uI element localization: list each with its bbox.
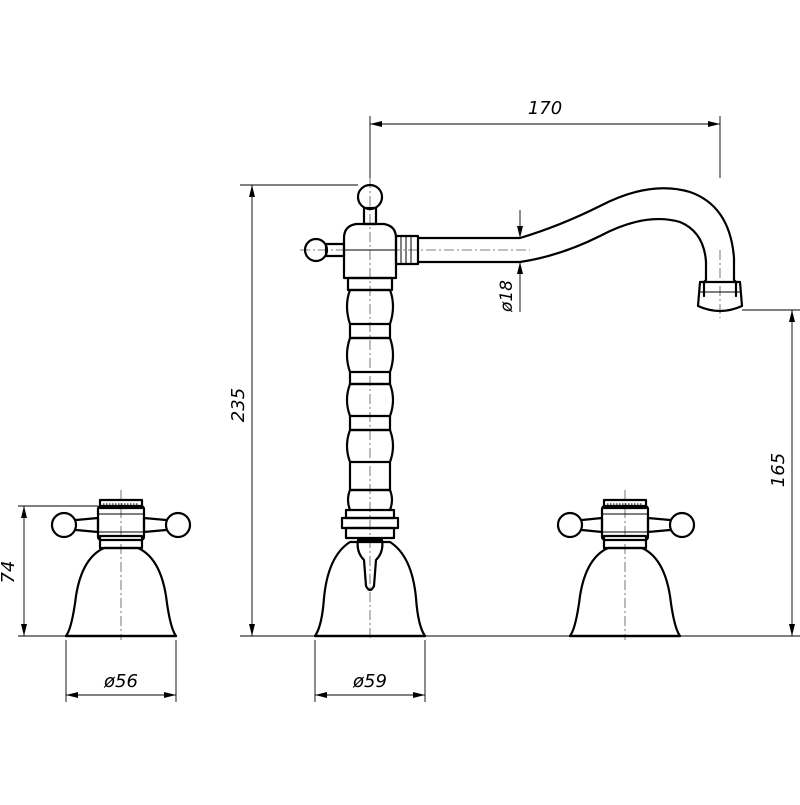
dimension-handle-base (65, 640, 177, 702)
dimension-handle-height (18, 505, 98, 637)
left-handle (50, 498, 192, 638)
aerator (696, 280, 744, 313)
right-handle (556, 498, 696, 638)
dimension-label-170: 170 (528, 98, 562, 119)
faucet-body (303, 183, 744, 638)
center-body-base (313, 540, 427, 638)
dimension-reach (369, 116, 721, 178)
spout (416, 187, 738, 298)
dimension-body-base (314, 640, 426, 702)
dimension-label-235: 235 (228, 388, 249, 422)
dimension-label-d56: ø56 (103, 671, 138, 692)
center-lines (120, 178, 721, 640)
dimension-label-d59: ø59 (352, 671, 387, 692)
dimension-spout-height (425, 309, 800, 637)
dimension-total-height (240, 184, 358, 637)
dimension-label-d18: ø18 (497, 280, 517, 313)
diverter-lever (356, 538, 384, 592)
dimension-label-165: 165 (768, 453, 789, 487)
dimension-label-74: 74 (0, 561, 19, 584)
